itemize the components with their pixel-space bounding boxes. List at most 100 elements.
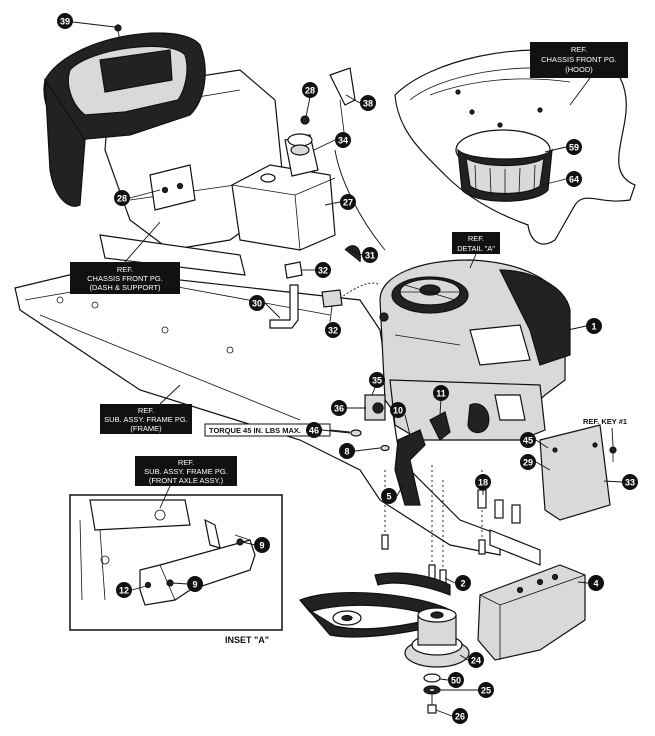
- heat-shield: [539, 424, 611, 521]
- engine: [379, 259, 571, 441]
- callout-5: 5: [381, 488, 397, 504]
- callout-39: 39: [57, 13, 73, 29]
- callout-10: 10: [390, 402, 406, 418]
- svg-text:32: 32: [328, 326, 338, 336]
- svg-text:1: 1: [591, 322, 596, 332]
- callout-leaders: [72, 21, 623, 717]
- svg-text:30: 30: [252, 299, 262, 309]
- callout-2: 2: [455, 575, 471, 591]
- callout-18: 18: [475, 474, 491, 490]
- ref-front-axle-line3: (FRONT AXLE ASSY.): [149, 476, 224, 485]
- svg-text:18: 18: [478, 478, 488, 488]
- ref-frame-box: REF. SUB. ASSY. FRAME PG. (FRAME): [100, 384, 192, 434]
- svg-text:4: 4: [593, 579, 598, 589]
- ref-dash-line1: REF.: [117, 265, 133, 274]
- svg-text:29: 29: [523, 458, 533, 468]
- ref-hood-box: REF. CHASSIS FRONT PG. (HOOD): [530, 42, 628, 106]
- svg-text:39: 39: [60, 17, 70, 27]
- fuel-line-assembly: [269, 245, 381, 329]
- ref-hood-line1: REF.: [571, 45, 587, 54]
- callout-26: 26: [452, 708, 468, 724]
- callout-27: 27: [340, 194, 356, 210]
- callout-32-upper: 32: [315, 262, 331, 278]
- svg-text:38: 38: [363, 99, 373, 109]
- svg-text:27: 27: [343, 198, 353, 208]
- ref-hood-line2: CHASSIS FRONT PG.: [541, 55, 617, 64]
- callout-64: 64: [566, 171, 582, 187]
- svg-text:10: 10: [393, 406, 403, 416]
- svg-text:5: 5: [386, 492, 391, 502]
- svg-text:9: 9: [192, 580, 197, 590]
- svg-text:34: 34: [338, 136, 348, 146]
- callout-30: 30: [249, 295, 265, 311]
- callout-markers: 39 28 28 38 34 27 59 64 31 32 32 30 1 35…: [57, 13, 638, 724]
- fuel-tank: [231, 67, 386, 251]
- svg-text:12: 12: [119, 586, 129, 596]
- callout-35: 35: [369, 372, 385, 388]
- svg-text:9: 9: [259, 541, 264, 551]
- callout-11: 11: [433, 385, 449, 401]
- drive-belt-pulley: [298, 572, 470, 714]
- ref-detail-a-line2: DETAIL "A": [457, 244, 495, 253]
- callout-8: 8: [339, 443, 355, 459]
- callout-12: 12: [116, 582, 132, 598]
- svg-text:28: 28: [117, 194, 127, 204]
- ref-frame-line3: (FRAME): [130, 424, 162, 433]
- svg-text:11: 11: [436, 389, 446, 399]
- svg-text:45: 45: [523, 436, 533, 446]
- ref-dash-line3: (DASH & SUPPORT): [89, 283, 161, 292]
- callout-9-upper: 9: [254, 537, 270, 553]
- ref-detail-a-line1: REF.: [468, 234, 484, 243]
- inset-a: INSET "A": [69, 494, 283, 645]
- svg-text:35: 35: [372, 376, 382, 386]
- callout-33: 33: [622, 474, 638, 490]
- svg-text:50: 50: [451, 676, 461, 686]
- ref-frame-line1: REF.: [138, 406, 154, 415]
- callout-25: 25: [478, 682, 494, 698]
- inset-a-label: INSET "A": [225, 635, 269, 645]
- frame-rail: [14, 234, 501, 556]
- ref-frame-line2: SUB. ASSY. FRAME PG.: [104, 415, 188, 424]
- ref-dash-box: REF. CHASSIS FRONT PG. (DASH & SUPPORT): [70, 221, 180, 294]
- muffler: [477, 529, 586, 661]
- ref-detail-a-box: REF. DETAIL "A": [452, 232, 500, 269]
- callout-31: 31: [362, 247, 378, 263]
- dash-support-assembly: [43, 24, 286, 251]
- torque-note: TORQUE 45 IN. LBS MAX.: [204, 423, 351, 437]
- callout-34: 34: [335, 132, 351, 148]
- svg-text:64: 64: [569, 175, 579, 185]
- callout-32-lower: 32: [325, 322, 341, 338]
- svg-text:24: 24: [471, 656, 481, 666]
- callout-1: 1: [586, 318, 602, 334]
- svg-text:8: 8: [344, 447, 349, 457]
- callout-9-lower: 9: [187, 576, 203, 592]
- svg-text:2: 2: [460, 579, 465, 589]
- hood-assembly: [394, 49, 636, 245]
- callout-45: 45: [520, 432, 536, 448]
- ref-hood-line3: (HOOD): [565, 65, 593, 74]
- callout-38: 38: [360, 95, 376, 111]
- callout-28-tank: 28: [302, 82, 318, 98]
- callout-28-dash: 28: [114, 190, 130, 206]
- svg-text:46: 46: [309, 426, 319, 436]
- callout-50: 50: [448, 672, 464, 688]
- callout-4: 4: [588, 575, 604, 591]
- ref-dash-line2: CHASSIS FRONT PG.: [87, 274, 163, 283]
- svg-text:32: 32: [318, 266, 328, 276]
- callout-36: 36: [331, 400, 347, 416]
- callout-46: 46: [306, 422, 322, 438]
- ref-front-axle-line1: REF.: [178, 458, 194, 467]
- svg-text:31: 31: [365, 251, 375, 261]
- ref-front-axle-box: REF. SUB. ASSY. FRAME PG. (FRONT AXLE AS…: [135, 456, 237, 509]
- callout-29: 29: [520, 454, 536, 470]
- ref-front-axle-line2: SUB. ASSY. FRAME PG.: [144, 467, 228, 476]
- callout-59: 59: [566, 139, 582, 155]
- torque-note-text: TORQUE 45 IN. LBS MAX.: [209, 426, 301, 435]
- svg-text:28: 28: [305, 86, 315, 96]
- svg-text:59: 59: [569, 143, 579, 153]
- ref-key-text: REF. KEY #1: [583, 417, 627, 426]
- svg-text:26: 26: [455, 712, 465, 722]
- callout-24: 24: [468, 652, 484, 668]
- svg-text:33: 33: [625, 478, 635, 488]
